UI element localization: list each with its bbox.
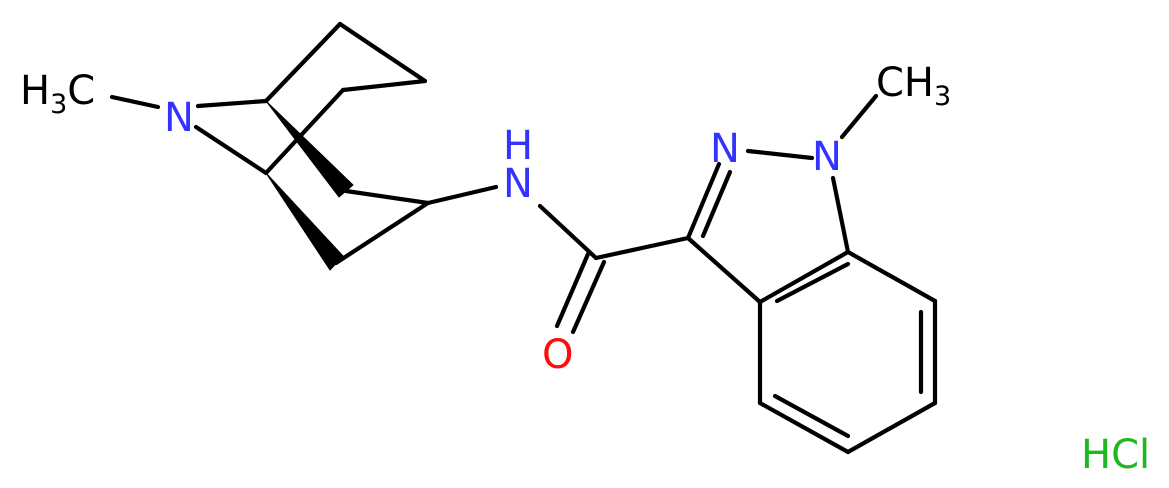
bond-c7-c6 xyxy=(337,21,428,84)
bond-c6-c6b xyxy=(340,78,428,93)
bond-n2-n1 xyxy=(745,148,815,161)
bond-ccarbonyl-c3ind xyxy=(593,235,691,261)
bonds xyxy=(109,21,938,455)
wedge-c1-c2 xyxy=(265,100,354,198)
bond-c3a-c7a xyxy=(757,249,851,305)
bond-c3ind-n2-1 xyxy=(685,161,722,241)
bond-c-o-1 xyxy=(554,251,591,329)
bond-c5ind-c4ind xyxy=(757,400,851,455)
bond-methyl-n8 xyxy=(109,94,161,110)
amide-nitrogen: N xyxy=(503,161,533,207)
bond-c3ind-c3a xyxy=(685,235,763,305)
indazole-nitrogen-2: N xyxy=(710,126,740,172)
hydrochloride-salt: HCl xyxy=(1081,432,1150,478)
bond-n1-methyl xyxy=(839,93,879,140)
bond-c1-c7 xyxy=(263,21,343,104)
bond-c7a-c7 xyxy=(845,249,938,304)
bond-c3a-c7a-inner xyxy=(774,261,851,304)
bond-c3-c4 xyxy=(333,200,431,266)
bond-c3-c2 xyxy=(343,188,431,206)
wedge-c5-c4 xyxy=(265,172,344,271)
bond-namide-ccarbonyl xyxy=(537,203,599,261)
bond-n8-c1 xyxy=(195,98,269,109)
bond-n8-c5 xyxy=(193,124,269,176)
bond-c-o-2 xyxy=(570,259,607,335)
bond-c6ind-c5ind xyxy=(845,400,938,455)
methyl-group-right: CH3 xyxy=(876,60,951,112)
indazole-nitrogen-1: N xyxy=(812,134,842,180)
methyl-group-left: H3C xyxy=(20,68,95,120)
bond-c3-namide xyxy=(425,184,499,206)
bond-c5ind-c4ind-inner xyxy=(772,393,851,439)
bridge-nitrogen: N xyxy=(164,95,194,141)
bond-c6-c5 xyxy=(263,87,346,176)
amide-hydrogen: H xyxy=(503,123,533,169)
bond-n1-c7a xyxy=(830,175,851,255)
bond-c3ind-n2-2 xyxy=(700,169,733,239)
wedge-bonds xyxy=(265,100,354,271)
atom-labels: H3C N N H N N CH3 O HCl xyxy=(20,60,1150,478)
carbonyl-oxygen: O xyxy=(542,332,573,378)
